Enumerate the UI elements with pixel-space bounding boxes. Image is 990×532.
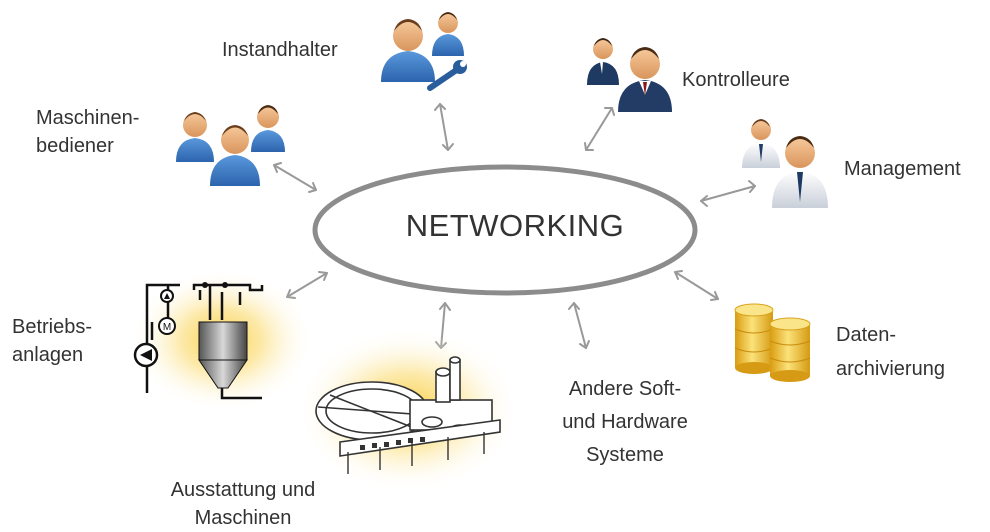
hub-ellipse bbox=[312, 164, 698, 296]
database-icon bbox=[734, 303, 811, 382]
label-management: Management bbox=[844, 158, 961, 180]
label-betriebsanlagen: Betriebs- anlagen bbox=[12, 316, 93, 366]
database-cylinder-back bbox=[734, 303, 774, 374]
connector-arrows bbox=[273, 103, 756, 349]
label-kontrolleure: Kontrolleure bbox=[682, 69, 790, 91]
arrow-management bbox=[700, 180, 756, 207]
arrow-datenarchivierung bbox=[674, 270, 719, 301]
label-maschinenbediener: Maschinen- bediener bbox=[36, 107, 140, 157]
arrow-kontrolleure bbox=[584, 107, 615, 151]
arrow-andere-systeme bbox=[568, 302, 590, 349]
database-cylinder-front bbox=[769, 317, 811, 382]
label-instandhalter: Instandhalter bbox=[222, 39, 338, 61]
arrow-instandhalter bbox=[434, 103, 454, 151]
management-icon bbox=[742, 119, 828, 208]
label-andere-systeme: Andere Soft- und Hardware Systeme bbox=[562, 378, 688, 466]
arrow-maschinenbediener bbox=[273, 162, 317, 193]
label-datenarchivierung: Daten- archivierung bbox=[836, 324, 945, 380]
maintenance-staff-icon bbox=[381, 12, 467, 91]
wrench-icon bbox=[427, 60, 467, 91]
arrow-betriebsanlagen bbox=[286, 271, 328, 299]
machinery-icon bbox=[296, 328, 520, 492]
hub-label: NETWORKING bbox=[405, 208, 625, 243]
operators-icon bbox=[176, 105, 285, 186]
inspectors-icon bbox=[587, 38, 672, 112]
svg-text:M: M bbox=[163, 322, 171, 333]
label-ausstattung: Ausstattung und Maschinen bbox=[170, 479, 316, 529]
plant-equipment-icon: M bbox=[130, 268, 314, 412]
